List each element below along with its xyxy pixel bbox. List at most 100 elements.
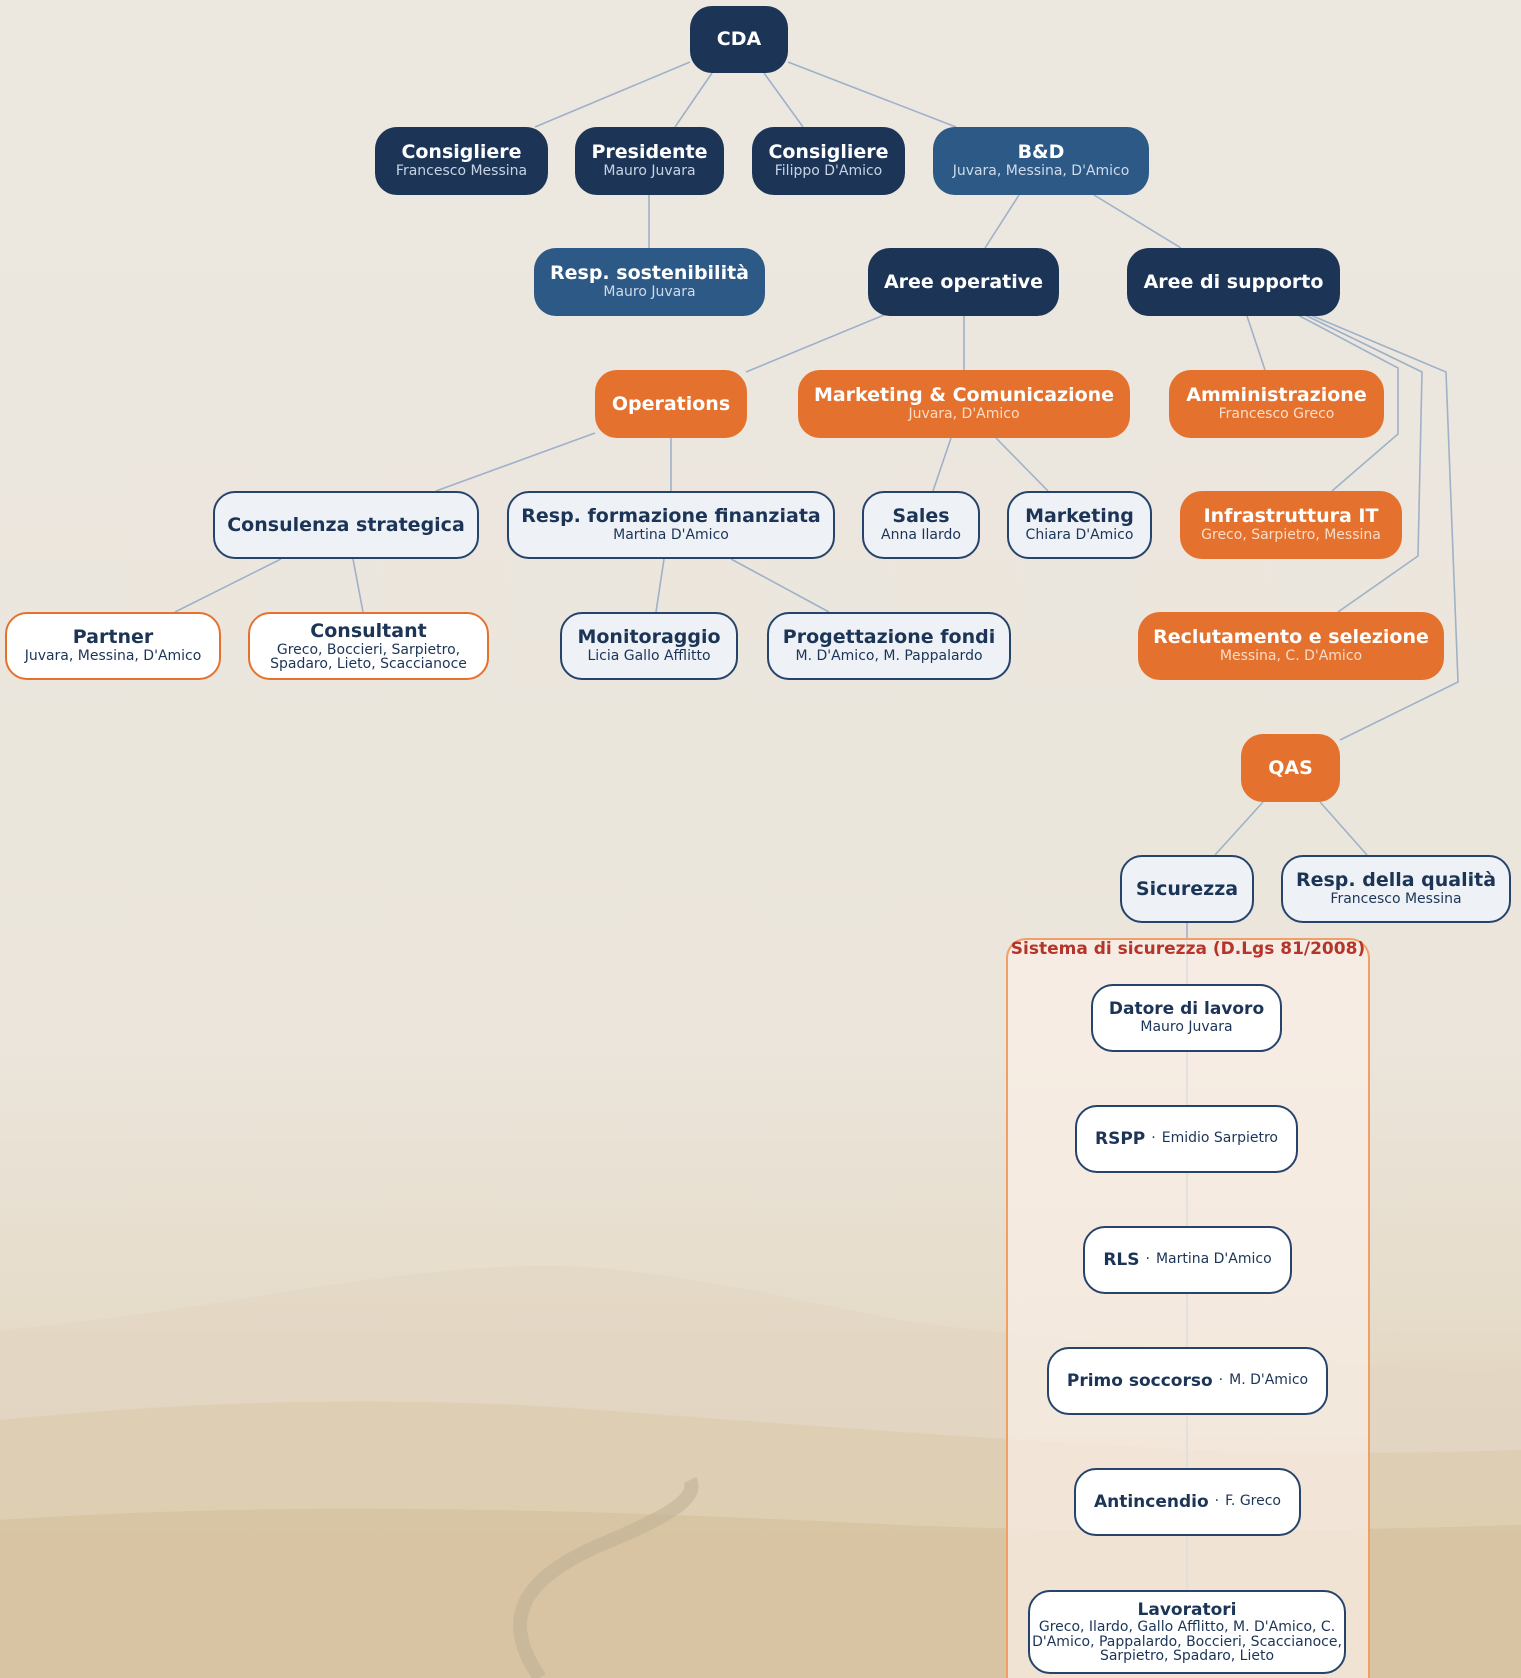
node-operations[interactable]: Operations <box>595 370 747 438</box>
node-subtitle: Mauro Juvara <box>603 163 696 180</box>
edge-cda-bd <box>787 61 957 128</box>
node-subtitle: Greco, Sarpietro, Messina <box>1201 527 1381 544</box>
node-subtitle: Greco, Boccieri, Sarpietro, Spadaro, Lie… <box>270 641 467 672</box>
node-title: Marketing <box>1025 505 1134 528</box>
node-subtitle: M. D'Amico, M. Pappalardo <box>795 648 983 665</box>
node-title: Partner <box>72 626 154 649</box>
node-title: Sales <box>892 505 950 528</box>
node-subtitle: Anna Ilardo <box>881 527 961 544</box>
node-title: Consigliere <box>401 141 522 164</box>
edge-aree-supporto-reclutamento <box>1302 313 1423 613</box>
node-primo-soccorso[interactable]: Primo soccorso·M. D'Amico <box>1047 1347 1328 1415</box>
node-title: QAS <box>1268 756 1313 779</box>
node-title: CDA <box>716 28 762 51</box>
node-subtitle: Greco, Ilardo, Gallo Afflitto, M. D'Amic… <box>1032 1619 1342 1664</box>
edge-aree-supporto-infrastruttura <box>1295 313 1399 492</box>
node-subtitle: Francesco Greco <box>1218 406 1335 423</box>
node-title: Consultant <box>310 619 427 642</box>
edge-cda-presidente <box>674 72 713 128</box>
edge-bd-aree-operative <box>984 194 1020 249</box>
node-subtitle: Juvara, D'Amico <box>908 406 1020 423</box>
edge-qas-qualita <box>1319 801 1368 856</box>
node-subtitle: Francesco Messina <box>1330 891 1462 908</box>
node-subtitle: Mauro Juvara <box>1140 1019 1233 1036</box>
node-title: Aree operative <box>883 270 1044 293</box>
node-qas[interactable]: QAS <box>1241 734 1340 802</box>
edge-aree-supporto-amministrazione <box>1246 315 1266 371</box>
node-title: Lavoratori <box>1137 1599 1237 1620</box>
node-sicurezza[interactable]: Sicurezza <box>1120 855 1254 923</box>
edge-marketing-sales <box>932 437 952 492</box>
node-subtitle: Francesco Messina <box>395 163 528 180</box>
node-title: Operations <box>611 392 731 415</box>
edge-operations-consulenza <box>435 432 596 492</box>
node-title: Antincendio <box>1093 1491 1209 1512</box>
node-title: Reclutamento e selezione <box>1153 626 1429 649</box>
edge-consulenza-partner <box>174 558 282 613</box>
node-title: Resp. formazione finanziata <box>521 505 821 528</box>
edge-formazione-monitoraggio <box>655 558 665 613</box>
node-title: Primo soccorso <box>1066 1370 1213 1391</box>
node-title: Datore di lavoro <box>1108 999 1265 1020</box>
node-title: Resp. della qualità <box>1295 869 1497 892</box>
node-subtitle: Messina, C. D'Amico <box>1219 648 1363 665</box>
node-rls[interactable]: RLS·Martina D'Amico <box>1083 1226 1292 1294</box>
node-consulenza-strategica[interactable]: Consulenza strategica <box>213 491 479 559</box>
separator-dot: · <box>1214 1493 1220 1510</box>
node-title: B&D <box>1017 141 1065 164</box>
node-subtitle: Emidio Sarpietro <box>1161 1130 1278 1147</box>
node-aree-operative[interactable]: Aree operative <box>868 248 1059 316</box>
safety-system-group <box>1006 938 1370 1678</box>
node-title: RSPP <box>1095 1128 1146 1149</box>
node-subtitle: Mauro Juvara <box>603 284 696 301</box>
node-cda[interactable]: CDA <box>690 6 788 73</box>
edge-bd-aree-supporto <box>1093 194 1182 249</box>
separator-dot: · <box>1151 1130 1156 1147</box>
node-subtitle: F. Greco <box>1225 1493 1282 1510</box>
node-subtitle: Juvara, Messina, D'Amico <box>24 648 202 665</box>
node-title: Monitoraggio <box>577 626 721 649</box>
node-title: Presidente <box>591 141 708 164</box>
node-subtitle: Chiara D'Amico <box>1025 527 1134 544</box>
node-title: RLS <box>1103 1249 1140 1270</box>
node-title: Amministrazione <box>1186 384 1367 407</box>
node-rspp[interactable]: RSPP · Emidio Sarpietro <box>1075 1105 1298 1173</box>
edge-aree-supporto-qas <box>1307 313 1459 741</box>
node-title: Aree di supporto <box>1143 270 1324 293</box>
node-title: Sicurezza <box>1135 877 1239 900</box>
node-title: Progettazione fondi <box>782 626 996 649</box>
node-antincendio[interactable]: Antincendio · F. Greco <box>1074 1468 1301 1536</box>
edge-cda-consigliere1 <box>534 61 691 128</box>
node-subtitle: M. D'Amico <box>1229 1372 1309 1389</box>
safety-system-title: Sistema di sicurezza (D.Lgs 81/2008) <box>1010 939 1366 959</box>
edge-aree-operative-operations <box>745 314 885 373</box>
edge-formazione-progettazione <box>730 558 830 613</box>
node-title: Resp. sostenibilità <box>550 262 749 285</box>
node-aree-supporto[interactable]: Aree di supporto <box>1127 248 1340 316</box>
node-subtitle: Martina D'Amico <box>1155 1251 1272 1268</box>
node-subtitle: Licia Gallo Afflitto <box>587 648 711 665</box>
node-title: Consigliere <box>768 141 889 164</box>
node-title: Infrastruttura IT <box>1203 505 1379 528</box>
node-subtitle: Juvara, Messina, D'Amico <box>952 163 1130 180</box>
edge-qas-sicurezza <box>1214 801 1264 856</box>
